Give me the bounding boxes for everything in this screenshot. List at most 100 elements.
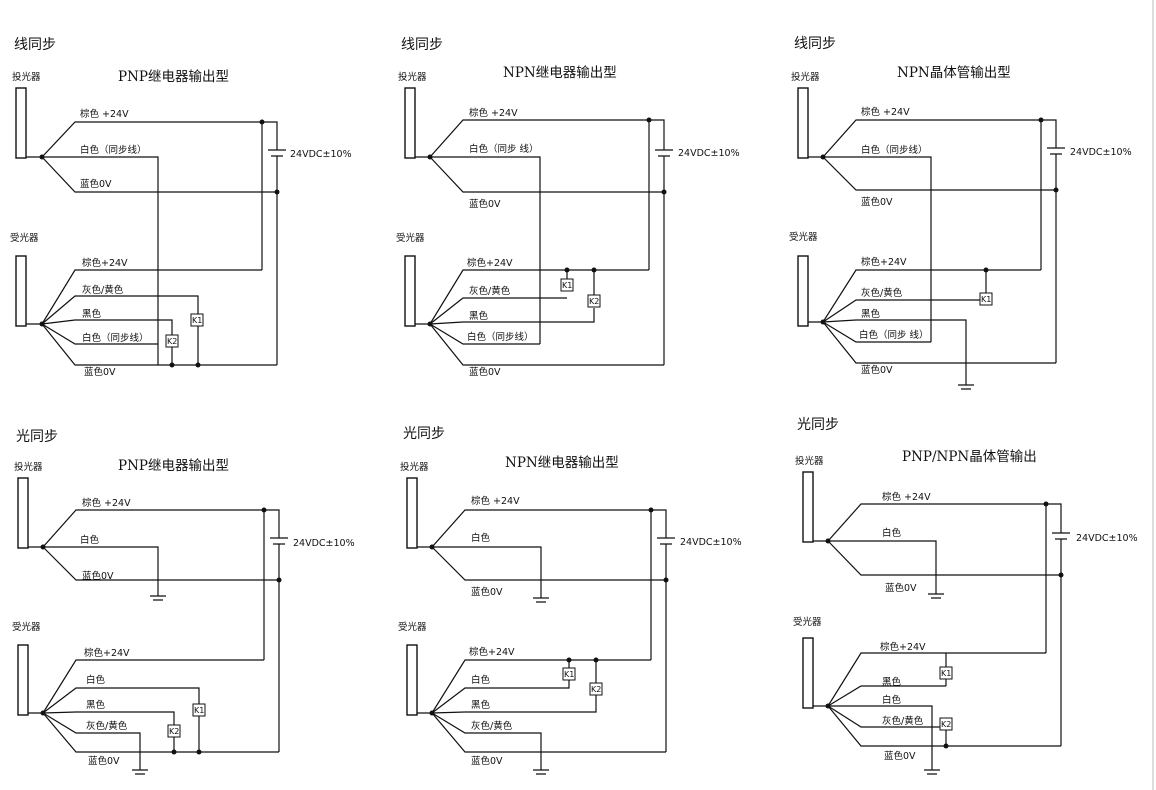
receiver-label: 受光器 bbox=[396, 232, 425, 244]
wire-label: 棕色 +24V bbox=[469, 107, 518, 119]
relay-k1 bbox=[560, 278, 574, 292]
wire-label: 棕色 +24V bbox=[82, 497, 131, 509]
relay-k2 bbox=[167, 724, 181, 738]
wire-label: 白色 bbox=[471, 674, 491, 686]
supply-label: 24VDC±10% bbox=[1070, 147, 1132, 158]
relay-k1-label: K1 bbox=[981, 295, 991, 304]
wire-label: 蓝色0V bbox=[884, 750, 916, 762]
emitter-label: 投光器 bbox=[795, 455, 824, 467]
relay-k1 bbox=[562, 667, 576, 681]
wire-label: 白色（同步 线） bbox=[469, 143, 539, 155]
receiver-label: 受光器 bbox=[398, 621, 427, 633]
wire-label: 蓝色0V bbox=[469, 198, 501, 210]
wire-label: 黑色 bbox=[882, 676, 902, 688]
relay-k1-label: K1 bbox=[564, 670, 574, 679]
relay-k2-label: K2 bbox=[167, 337, 177, 346]
emitter-sensor bbox=[404, 87, 416, 159]
wire-label: 白色（同步线） bbox=[80, 144, 147, 156]
sync-type-label: 线同步 bbox=[794, 36, 836, 52]
sync-type-label: 光同步 bbox=[16, 429, 58, 445]
wire-label: 蓝色0V bbox=[885, 582, 917, 594]
relay-k2-label: K2 bbox=[591, 685, 601, 694]
relay-k1 bbox=[979, 292, 993, 306]
wire-label: 棕色 +24V bbox=[471, 495, 520, 507]
receiver-label: 受光器 bbox=[10, 232, 39, 244]
receiver-sensor bbox=[797, 255, 809, 327]
wire-label: 白色 bbox=[471, 532, 491, 544]
wire-label: 棕色 +24V bbox=[861, 106, 910, 118]
receiver-label: 受光器 bbox=[12, 621, 41, 633]
receiver-sensor bbox=[802, 637, 814, 709]
wire-label: 白色（同步 线） bbox=[859, 329, 929, 341]
relay-k2 bbox=[165, 334, 179, 348]
wire-label: 黑色 bbox=[471, 699, 491, 711]
supply-label: 24VDC±10% bbox=[290, 149, 352, 160]
relay-k1-label: K1 bbox=[562, 281, 572, 290]
diagram-optical-sync-pnp-npn-transistor: 光同步 PNP/NPN晶体管输出 投光器 受光器 K1 K2 棕色 +24V 白… bbox=[793, 417, 1138, 775]
diagram-line-sync-npn-transistor: 线同步 NPN晶体管输出型 投光器 受光器 K1 棕色 +24V 白色（同步线）… bbox=[789, 36, 1132, 390]
relay-k1 bbox=[939, 666, 953, 680]
wire-label: 灰色/黄色 bbox=[882, 715, 924, 727]
wire-label: 蓝色0V bbox=[861, 364, 893, 376]
wire-label: 灰色/黄色 bbox=[86, 720, 128, 732]
supply-label: 24VDC±10% bbox=[680, 537, 742, 548]
wire-label: 蓝色0V bbox=[471, 755, 503, 767]
wire-label: 灰色/黄色 bbox=[471, 720, 513, 732]
sync-type-label: 光同步 bbox=[797, 417, 839, 433]
wire-label: 灰色/黄色 bbox=[861, 287, 903, 299]
relay-k2-label: K2 bbox=[941, 720, 951, 729]
receiver-sensor bbox=[17, 644, 29, 716]
wire-label: 黑色 bbox=[86, 699, 106, 711]
wire-label: 白色 bbox=[882, 694, 902, 706]
receiver-label: 受光器 bbox=[793, 616, 822, 628]
receiver-sensor bbox=[406, 644, 418, 716]
diagram-line-sync-pnp-relay: 线同步 PNP继电器输出型 投光器 受光器 K1 K2 棕色 +24V 白色（同… bbox=[10, 37, 352, 378]
emitter-label: 投光器 bbox=[400, 461, 429, 473]
emitter-label: 投光器 bbox=[12, 71, 41, 83]
wire-label: 灰色/黄色 bbox=[82, 284, 124, 296]
relay-k1 bbox=[190, 313, 204, 327]
wire-label: 蓝色0V bbox=[80, 178, 112, 190]
relay-k1-label: K1 bbox=[194, 706, 204, 715]
wire-label: 白色 bbox=[882, 527, 902, 539]
wire-label: 蓝色0V bbox=[471, 586, 503, 598]
relay-k1-label: K1 bbox=[941, 669, 951, 678]
diagram-title: PNP继电器输出型 bbox=[118, 458, 229, 474]
wire-label: 白色 bbox=[86, 674, 106, 686]
supply-label: 24VDC±10% bbox=[293, 538, 355, 549]
wire-label: 蓝色0V bbox=[469, 366, 501, 378]
diagram-title: PNP继电器输出型 bbox=[118, 69, 229, 85]
diagram-optical-sync-npn-relay: 光同步 NPN继电器输出型 投光器 受光器 K1 K2 棕色 +24V 白色 蓝… bbox=[398, 426, 742, 775]
emitter-label: 投光器 bbox=[14, 461, 43, 473]
wire-label: 棕色+24V bbox=[82, 257, 128, 269]
wire-label: 棕色 +24V bbox=[882, 491, 931, 503]
emitter-label: 投光器 bbox=[398, 71, 427, 83]
wire-label: 蓝色0V bbox=[861, 196, 893, 208]
wire-label: 棕色+24V bbox=[84, 647, 130, 659]
diagram-optical-sync-pnp-relay: 光同步 PNP继电器输出型 投光器 受光器 K1 K2 棕色 +24V 白色 蓝… bbox=[12, 429, 355, 775]
wire-label: 灰色/黄色 bbox=[469, 285, 511, 297]
sync-type-label: 光同步 bbox=[403, 426, 445, 442]
wire-label: 黑色 bbox=[861, 308, 881, 320]
emitter-sensor bbox=[802, 471, 814, 543]
diagram-title: NPN晶体管输出型 bbox=[897, 65, 1011, 81]
supply-label: 24VDC±10% bbox=[678, 148, 740, 159]
emitter-sensor bbox=[15, 87, 27, 159]
relay-k2 bbox=[589, 682, 603, 696]
receiver-sensor bbox=[404, 255, 416, 327]
wire-label: 白色（同步线） bbox=[82, 332, 149, 344]
receiver-label: 受光器 bbox=[789, 231, 818, 243]
diagram-line-sync-npn-relay: 线同步 NPN继电器输出型 投光器 受光器 K1 K2 棕色 +24V 白色（同… bbox=[396, 37, 740, 378]
emitter-sensor bbox=[406, 477, 418, 549]
relay-k2-label: K2 bbox=[169, 727, 179, 736]
relay-k1-label: K1 bbox=[192, 316, 202, 325]
wire-label: 白色（同步线） bbox=[467, 331, 534, 343]
wire-label: 棕色+24V bbox=[880, 641, 926, 653]
relay-k2 bbox=[587, 294, 601, 308]
wire-label: 黑色 bbox=[82, 308, 102, 320]
diagram-title: NPN继电器输出型 bbox=[505, 455, 619, 471]
emitter-sensor bbox=[797, 87, 809, 159]
wire-label: 棕色 +24V bbox=[80, 108, 129, 120]
relay-k2 bbox=[939, 717, 953, 731]
